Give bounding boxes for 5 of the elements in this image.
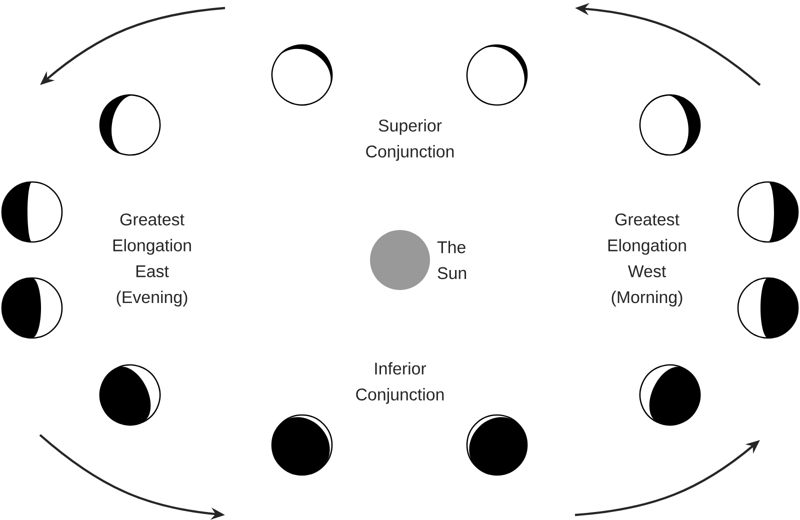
label: Greatest Elongation West (Morning) xyxy=(608,213,686,306)
label: The Sun xyxy=(437,240,466,280)
label: Greatest Elongation East (Evening) xyxy=(113,213,191,306)
label: Inferior Conjunction xyxy=(356,362,444,404)
label: Superior Conjunction xyxy=(366,119,454,161)
